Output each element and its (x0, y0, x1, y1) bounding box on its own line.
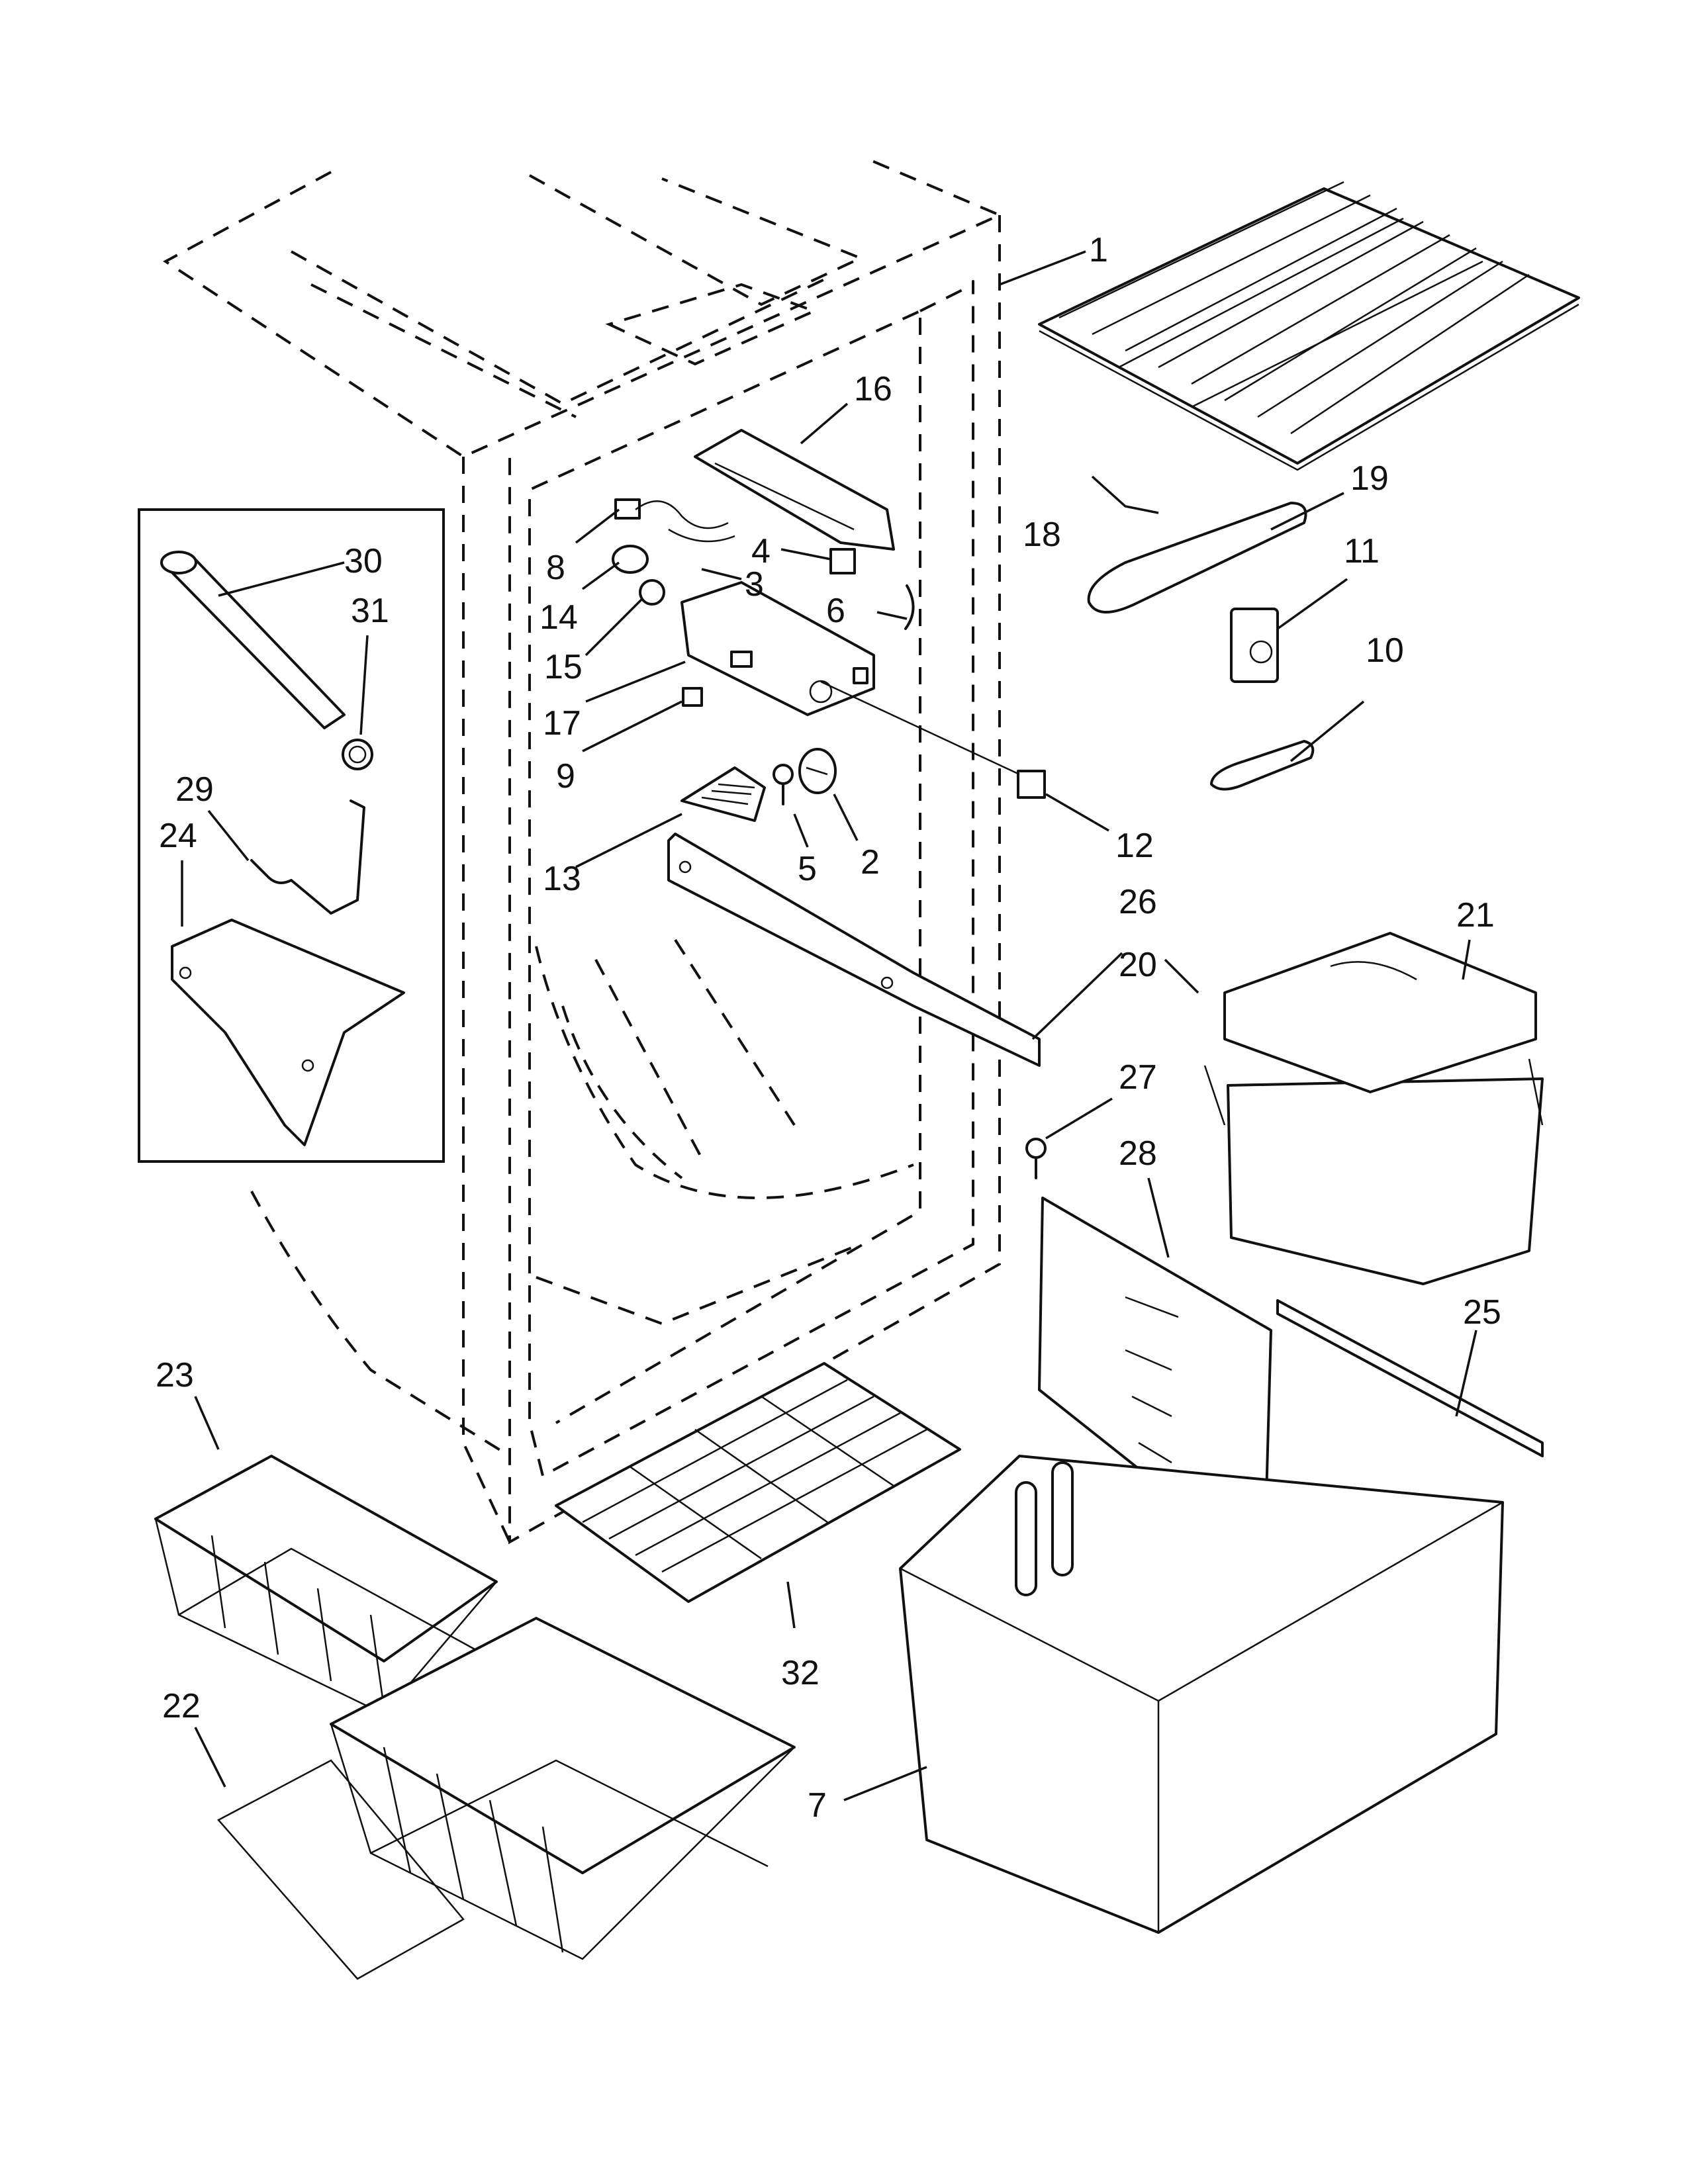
part-11-thermostat (1230, 608, 1279, 683)
callout-27: 27 (1119, 1058, 1157, 1097)
part-14-bulb (612, 545, 649, 574)
part-31-ring (342, 739, 373, 770)
part-2-knob (798, 748, 837, 794)
part-32-grid-shelf (555, 1362, 961, 1603)
part-17-control-bracket (680, 581, 875, 716)
part-10-trim (1210, 740, 1315, 791)
part-16-control-housing (694, 429, 895, 551)
callout-2: 2 (861, 843, 880, 882)
part-4-connector (829, 548, 856, 574)
callout-1: 1 (1089, 231, 1108, 269)
callout-32: 32 (781, 1654, 820, 1692)
callout-22: 22 (162, 1687, 201, 1725)
part-25-rail (1276, 1299, 1544, 1457)
part-22-basket (217, 1617, 796, 1980)
part-9-switch (682, 687, 703, 707)
callout-20: 20 (1119, 946, 1157, 984)
callout-5: 5 (798, 850, 817, 888)
callout-9: 9 (556, 757, 575, 796)
leader-lines (181, 250, 1477, 1801)
inset-frame (138, 508, 445, 1163)
callout-23: 23 (156, 1356, 194, 1394)
part-20-ice-bin (1203, 1058, 1544, 1285)
callout-24: 24 (159, 817, 197, 855)
callout-labels: 1 2 3 4 5 6 7 8 9 10 11 12 13 14 15 16 1… (156, 231, 1501, 1825)
part-19-trim (1087, 502, 1307, 614)
callout-25: 25 (1463, 1293, 1501, 1332)
callout-21: 21 (1456, 896, 1495, 934)
callout-4: 4 (751, 532, 771, 570)
part-30-tube (160, 551, 346, 729)
callout-29: 29 (175, 770, 214, 809)
part-12-switch (820, 680, 1046, 799)
callout-19: 19 (1350, 459, 1389, 498)
part-23-basket (154, 1455, 498, 1715)
callout-30: 30 (344, 542, 383, 580)
callout-13: 13 (543, 860, 581, 898)
callout-3: 3 (745, 565, 764, 604)
callout-26: 26 (1119, 883, 1157, 921)
part-27-screw (1025, 1138, 1047, 1179)
callout-16: 16 (854, 370, 892, 408)
callout-18: 18 (1023, 516, 1061, 554)
part-5-screw (773, 764, 794, 805)
part-15-socket (639, 579, 665, 606)
callout-7: 7 (808, 1786, 827, 1825)
part-24-bracket (171, 919, 405, 1146)
callout-14: 14 (539, 598, 578, 637)
callout-17: 17 (543, 704, 581, 743)
part-18-wire-shelf (1038, 181, 1580, 471)
callout-15: 15 (544, 648, 583, 686)
part-26-rail (667, 833, 1041, 1067)
callout-12: 12 (1115, 827, 1154, 865)
callout-10: 10 (1366, 631, 1404, 670)
callout-31: 31 (351, 592, 389, 630)
callout-28: 28 (1119, 1134, 1157, 1173)
callout-8: 8 (546, 549, 565, 587)
part-29-wire (250, 799, 365, 915)
callout-6: 6 (826, 592, 845, 630)
part-21-ice-bin-cover (1223, 932, 1537, 1093)
part-13-vent-cover (680, 766, 766, 822)
cabinet-liner (163, 158, 1003, 1545)
part-6-clip (904, 584, 915, 630)
callout-11: 11 (1344, 532, 1380, 570)
part-8-wire-harness (614, 498, 735, 543)
part-7-freezer-bin (899, 1455, 1504, 1934)
